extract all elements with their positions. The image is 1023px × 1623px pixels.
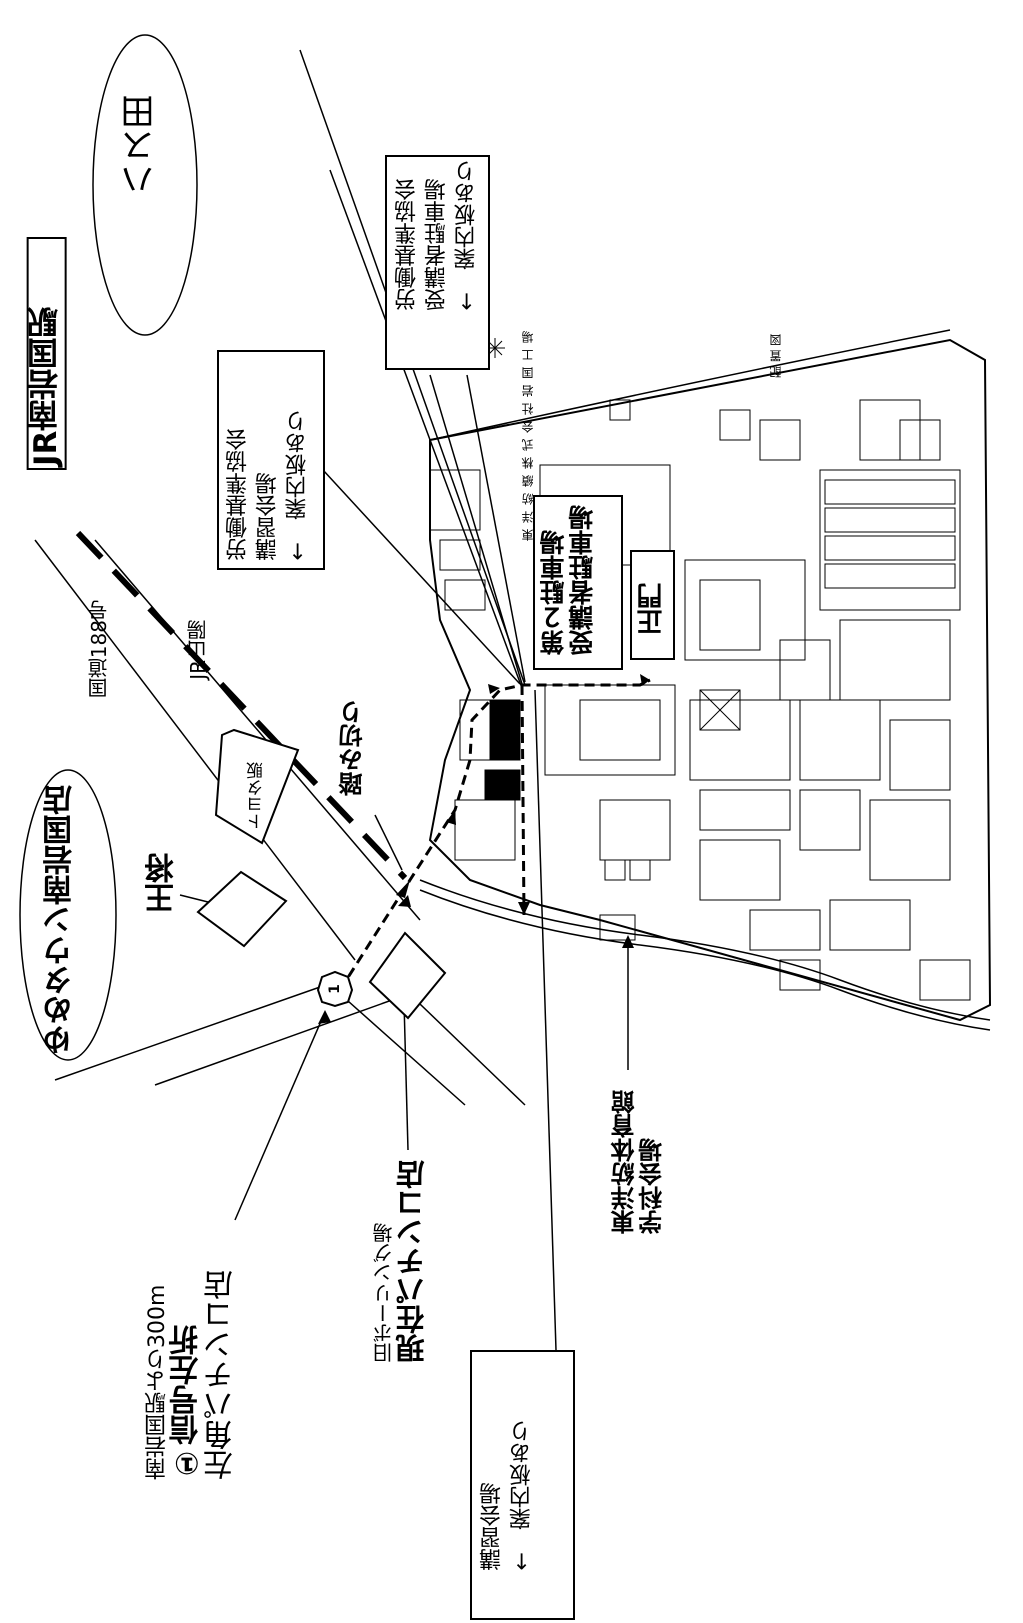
parking-callout-text: 労働基準協会 受講者駐車場 ← 案内板あり [393,160,482,310]
parking2-label: 第２駐車場 受講者駐車場 [539,505,598,655]
gym-label-line2: 学科会場 [638,1138,667,1234]
parking-callout-line3: ← 案内板あり [454,160,480,311]
bottom-callout-text: 講習会場 ← 案内板あり [478,1420,537,1570]
jr-sanyo-label: JR山陽 [186,620,210,680]
route-to-venue [338,678,651,991]
bottom-callout-line1: 講習会場 [480,1482,505,1571]
signal-instructions-line3: 左角パチンコ店 [203,1270,239,1480]
road-lower-1 [54,979,341,1081]
parking2-label-line2: 受講者駐車場 [567,505,597,655]
toyota-label: トヨタ販 [247,762,267,830]
lecture-callout-line1: 労働基準協会 [226,428,251,561]
leader-lines [179,374,629,1351]
pachinko-label-line1: 旧ボーリング場 [372,1223,396,1363]
railroad-crossing-label: 踏み切り [339,700,367,796]
road-lower-2 [154,989,421,1086]
bottom-callout-box [470,1350,575,1620]
factory-inner-road-2 [419,889,991,1031]
station-label: JR南岩国駅 [27,237,67,470]
factory-title: 東洋紡績株式会社岩国工場 [521,325,535,541]
route-to-gym [520,684,526,916]
parking-callout-line2: 受講者駐車場 [424,178,450,311]
parking-callout-box [385,155,490,370]
signal-octagon [316,970,354,1008]
gym-label-line1: 東洋紡体育館 [611,1090,639,1234]
parking2-box [533,495,623,670]
toyota-dealer-shape [214,728,300,845]
factory-outline [428,338,992,1022]
youme-town-ellipse [19,769,117,1061]
road-cross-2 [329,984,466,1106]
lotus-field-ellipse [92,34,198,336]
main-gate-box [630,550,675,660]
signal-number: 1 [327,984,343,994]
jr-sanyo-railway [75,530,408,881]
road-upper-2 [329,169,523,689]
lecture-callout-line2: 講習会場 [255,472,281,561]
gym-label: 東洋紡体育館 学科会場 [611,1090,667,1234]
road-route188-right [94,539,421,921]
parking2-label-line1: 第２駐車場 [539,530,568,655]
lecture-callout-text: 労働基準協会 講習会場 ← 案内板あり [224,410,313,560]
ohsho-shape [196,870,288,948]
factory-inner-road [419,879,991,1021]
lecture-callout-line3: ← 案内板あり [285,410,311,561]
route188-label: 国道188号 [87,600,111,699]
layout-label: 配置図 [769,330,783,378]
signal-instructions-line2: ①信号左折 [169,1325,205,1480]
main-gate-label: 正門 [637,583,667,635]
bottom-callout-line2: ← 案内板あり [509,1420,535,1571]
signal-instructions: 南岩国駅より300m ①信号左折 左角パチンコ店 [145,1270,239,1480]
pachinko-label-line2: 現在パチンコ店 [395,1160,429,1363]
lecture-callout-box [217,350,325,570]
signal-instructions-line1: 南岩国駅より300m [145,1284,170,1480]
factory-buildings [429,399,971,1001]
road-route188-left [34,539,356,961]
river-edge [429,329,951,441]
lotus-field-label: ハス田 [121,95,161,197]
parking-callout-line1: 労働基準協会 [395,178,420,311]
pachinko-label: 旧ボーリング場 現在パチンコ店 [372,1160,429,1363]
youme-town-label: ゆめタウン南岩国店 [43,785,78,1055]
pachinko-shape [368,931,447,1020]
ohsho-label: 王将 [145,853,180,913]
